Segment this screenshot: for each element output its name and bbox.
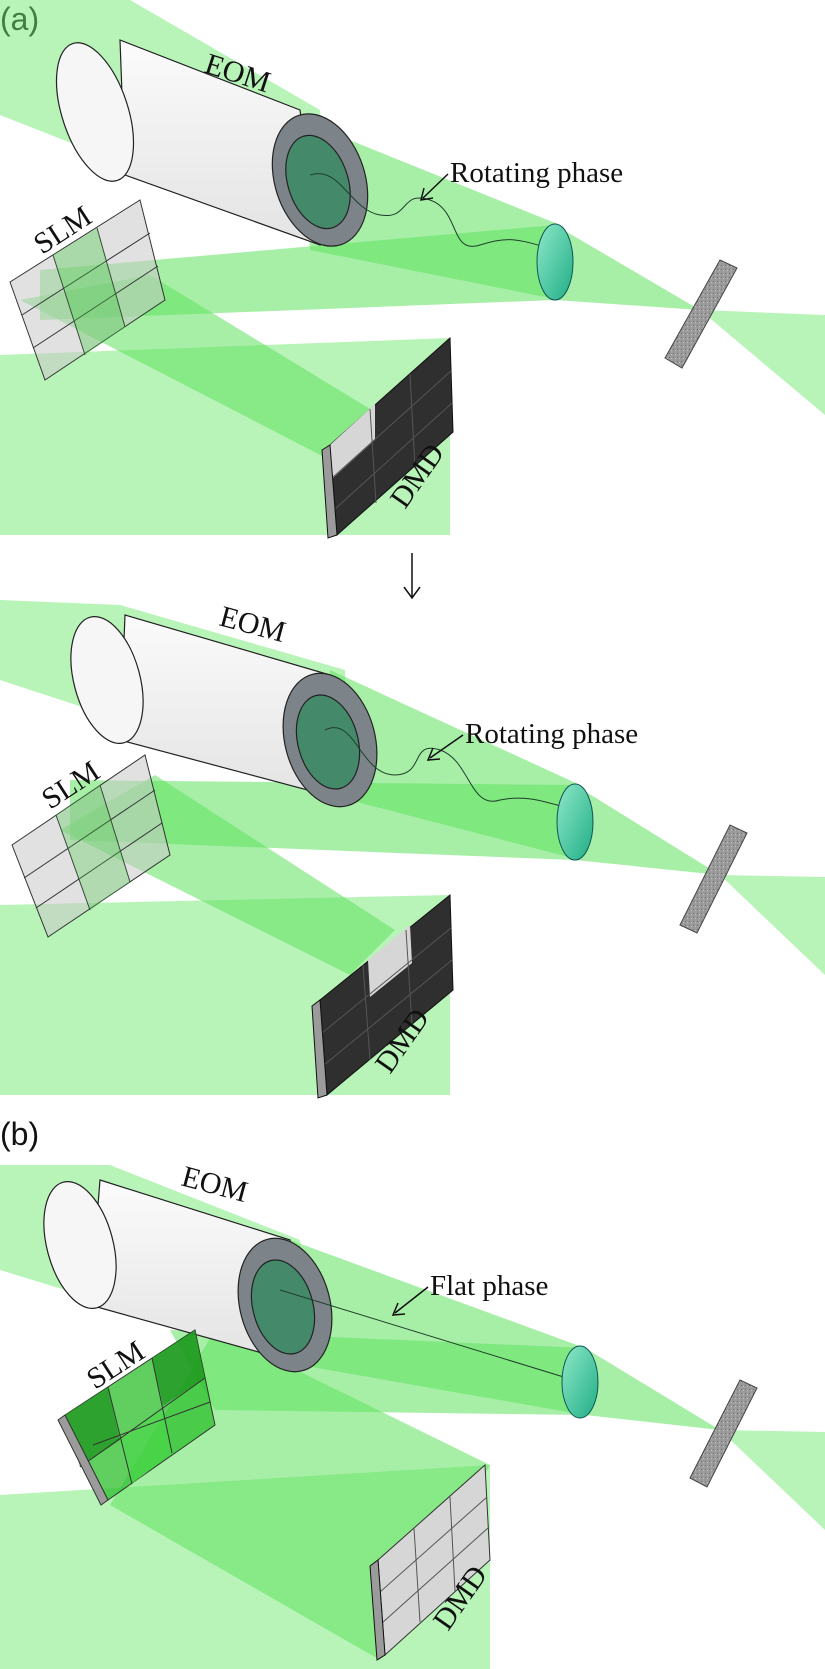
mirror-plate-a1 [664,259,738,369]
lens-a1 [536,223,574,301]
focus-output-beam [700,310,825,415]
lens-b [561,1345,599,1419]
flat-phase-arrow-b [394,1286,429,1314]
flat-phase-label-b: Flat phase [430,1270,548,1302]
focus-output-beam-a2 [720,875,825,975]
panel-b-label: (b) [0,1116,39,1152]
rotating-phase-arrowhead-a2 [426,747,441,761]
focus-output-beam-b [720,1430,825,1530]
dmd-b [369,1463,491,1661]
rotating-phase-arrowhead-a1 [419,187,434,201]
panel-b: (b) EOM Flat phase [0,1116,825,1669]
slm-a1 [9,199,166,381]
mirror-plate-b [689,1379,758,1488]
lens-to-focus-beam [555,225,700,310]
mirror-plate-a2 [679,824,748,934]
eom-cylinder [55,39,556,251]
dmd-a1 [321,336,454,539]
rotating-phase-label-a1: Rotating phase [450,157,623,189]
eom-cylinder-a2 [70,614,576,811]
panel-a-lower: EOM Rotating phase SLM DMD [0,600,825,1099]
slm-a2 [11,754,171,938]
lens-a2 [556,783,594,861]
lens-to-focus-beam-b [585,1348,720,1430]
rotating-phase-arrow-a2 [429,734,464,759]
rotating-phase-arrow-a1 [422,173,449,199]
rotating-phase-label-a2: Rotating phase [465,718,638,750]
eom-cylinder-b [43,1179,581,1383]
slm-b [57,1329,216,1506]
transition-arrowhead [403,586,421,600]
lens-to-focus-beam-a2 [575,785,720,875]
flat-phase-arrowhead-b [391,1302,406,1316]
dmd-a2 [311,893,454,1099]
panel-a-upper: (a) EOM Rotating phase [0,0,825,539]
